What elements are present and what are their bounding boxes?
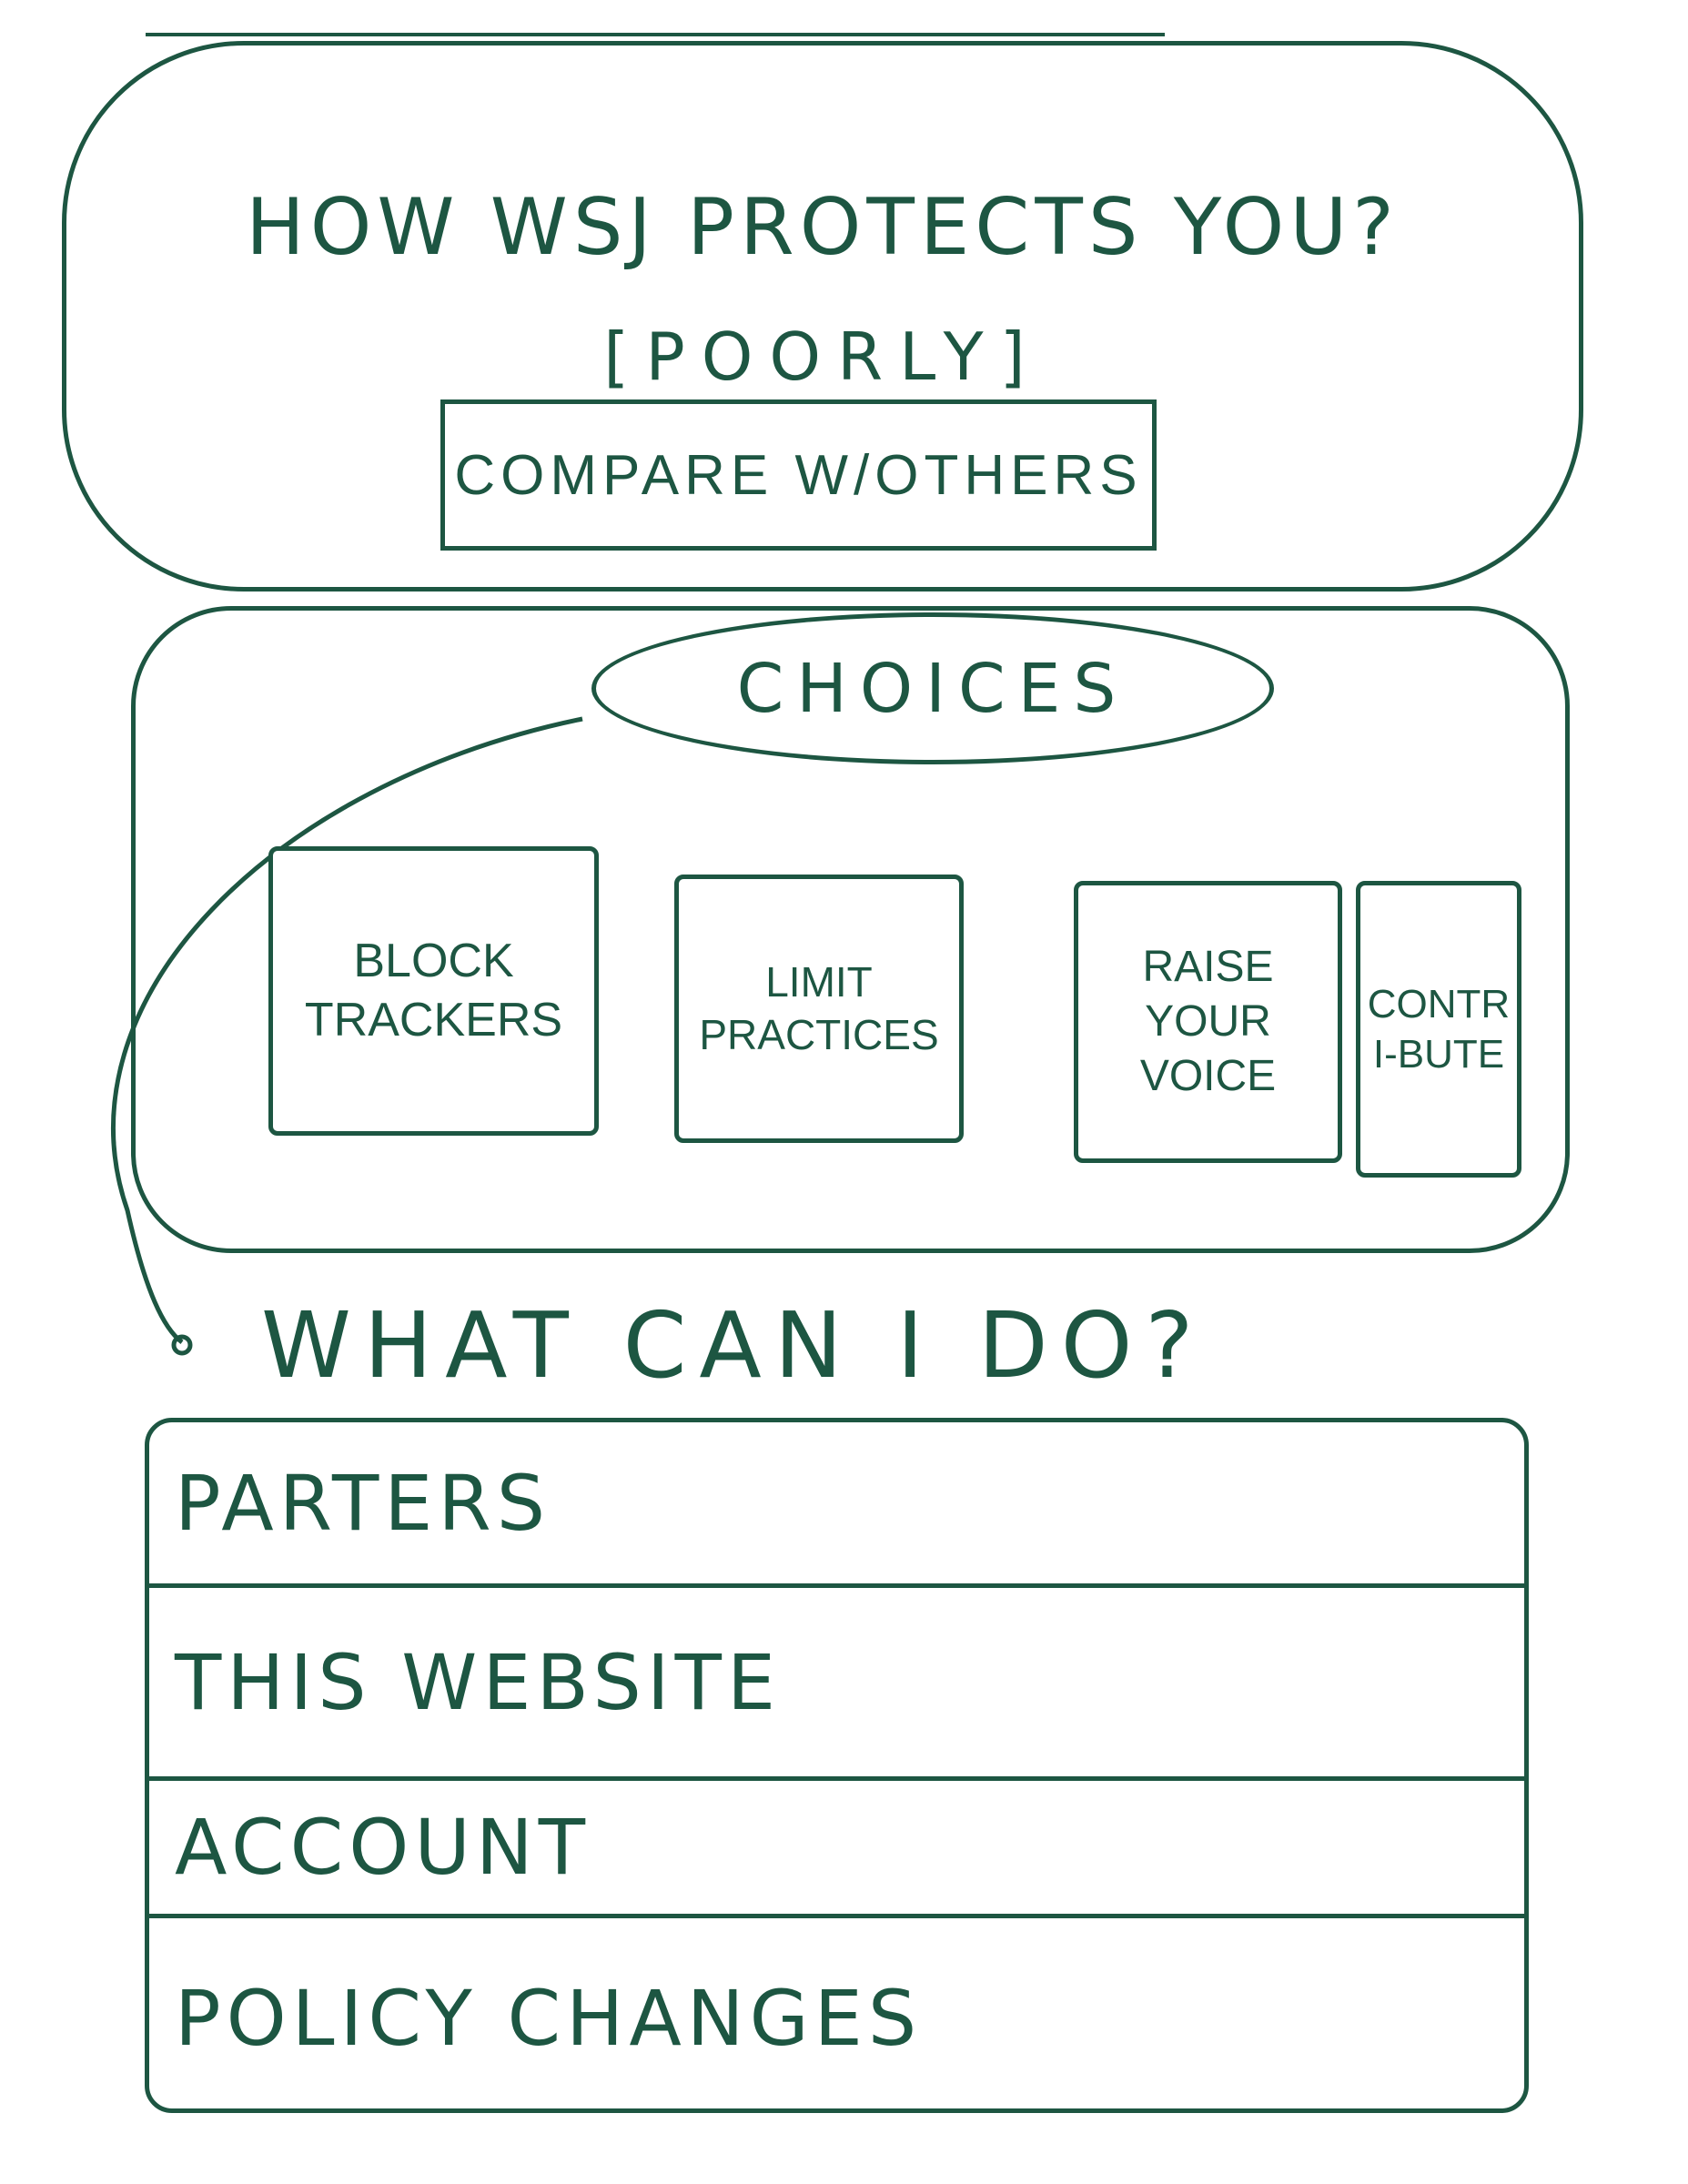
choices-panel [131, 606, 1570, 1253]
compare-with-others-button[interactable]: Compare w/others [440, 399, 1157, 551]
block-trackers-button[interactable]: Block trackers [268, 846, 599, 1136]
list-item-policy-changes[interactable]: Policy changes [175, 1973, 923, 2063]
choices-label: Choices [591, 612, 1274, 764]
list-item-partners[interactable]: Parters [149, 1422, 1524, 1588]
list-item-account[interactable]: Account [149, 1781, 1524, 1918]
list-item-this-website[interactable]: This website [149, 1588, 1524, 1781]
contribute-button[interactable]: Contri-bute [1356, 881, 1521, 1178]
protection-summary-card: How WSJ protects you? [Poorly] [62, 41, 1583, 592]
rating-badge: [Poorly] [603, 318, 1042, 395]
limit-practices-button[interactable]: Limit practices [674, 875, 964, 1143]
actions-list: Parters This website Account Policy chan… [145, 1418, 1529, 2113]
what-can-i-do-heading: What can I do? [261, 1292, 1207, 1399]
page-title: How WSJ protects you? [246, 182, 1400, 273]
raise-your-voice-button[interactable]: Raise your voice [1074, 881, 1342, 1163]
arrow-head-icon [171, 1334, 193, 1356]
